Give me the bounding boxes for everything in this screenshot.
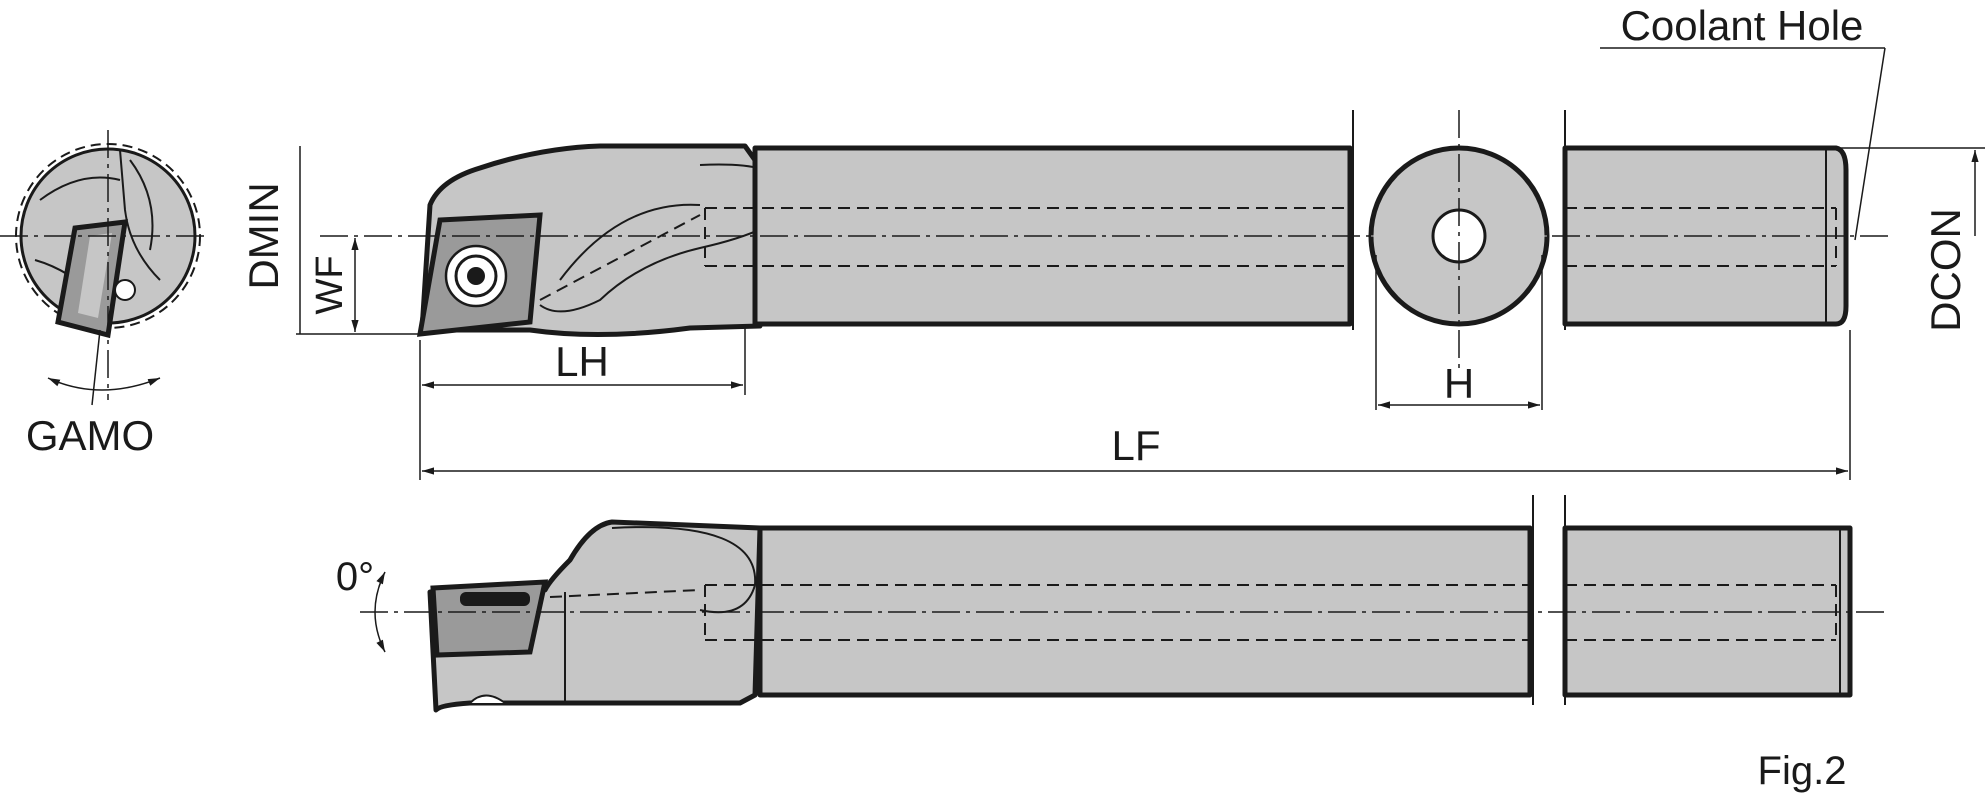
dimensions: DMIN WF LH LF DCON Coolant Hole [240,2,1985,480]
wf-label: WF [309,255,351,314]
gamo-label: GAMO [26,412,154,459]
coolant-hole-label: Coolant Hole [1621,2,1864,49]
dcon-label: DCON [1922,208,1969,332]
h-label: H [1444,360,1474,407]
lh-label: LH [555,338,609,385]
top-view: 0° [336,495,1885,713]
lf-label: LF [1111,422,1160,469]
dmin-label: DMIN [240,182,287,289]
end-view: GAMO [0,130,210,459]
angle-label: 0° [336,555,374,599]
side-view [320,110,1890,338]
figure-label: Fig.2 [1758,749,1847,793]
section-view: H [1368,110,1550,410]
top-view-head [427,519,763,713]
